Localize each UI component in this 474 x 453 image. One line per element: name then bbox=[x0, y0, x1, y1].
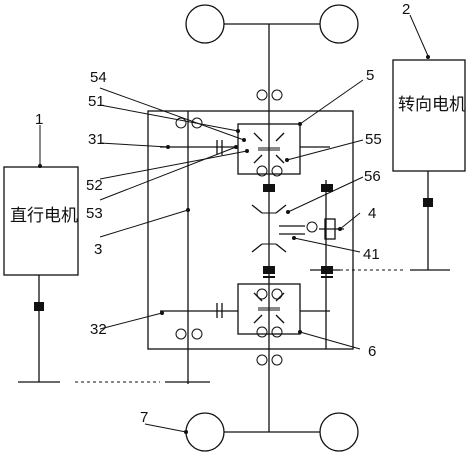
label-56: 56 bbox=[364, 168, 381, 185]
label-7: 7 bbox=[140, 409, 148, 426]
label-6: 6 bbox=[368, 343, 376, 360]
label-31: 31 bbox=[88, 131, 105, 148]
label-2: 2 bbox=[402, 1, 410, 18]
drive-motor-label: 直行电机 bbox=[10, 206, 78, 226]
upper-bevel-gears bbox=[253, 132, 285, 164]
label-53: 53 bbox=[86, 205, 103, 222]
bearings bbox=[175, 89, 318, 366]
steering-motor-label: 转向电机 bbox=[398, 95, 466, 115]
label-52: 52 bbox=[86, 177, 103, 194]
bottom-right-wheel bbox=[319, 412, 359, 452]
lower-bevel-gears bbox=[253, 292, 285, 324]
leader-lines bbox=[39, 14, 429, 433]
middle-bevel-gears bbox=[251, 204, 344, 253]
top-left-wheel bbox=[185, 4, 225, 44]
label-3: 3 bbox=[94, 241, 102, 258]
lower-differential-box bbox=[237, 283, 301, 335]
drive-input-shafts bbox=[160, 111, 330, 384]
label-1: 1 bbox=[35, 111, 43, 128]
bottom-left-wheel bbox=[185, 412, 225, 452]
label-32: 32 bbox=[90, 321, 107, 338]
label-5: 5 bbox=[366, 67, 374, 84]
reference-numerals: 1 2 54 51 31 52 53 3 32 5 55 56 4 41 6 7 bbox=[35, 1, 410, 426]
leader-dots bbox=[38, 55, 430, 434]
label-4: 4 bbox=[368, 205, 376, 222]
bottom-wheels bbox=[185, 412, 359, 452]
top-wheels bbox=[185, 4, 359, 44]
label-51: 51 bbox=[88, 93, 105, 110]
main-housing bbox=[147, 110, 354, 350]
upper-differential-box bbox=[237, 123, 301, 175]
top-right-wheel bbox=[319, 4, 359, 44]
label-54: 54 bbox=[90, 69, 107, 86]
label-55: 55 bbox=[365, 131, 382, 148]
steering-motor bbox=[392, 59, 466, 172]
label-41: 41 bbox=[363, 246, 380, 263]
